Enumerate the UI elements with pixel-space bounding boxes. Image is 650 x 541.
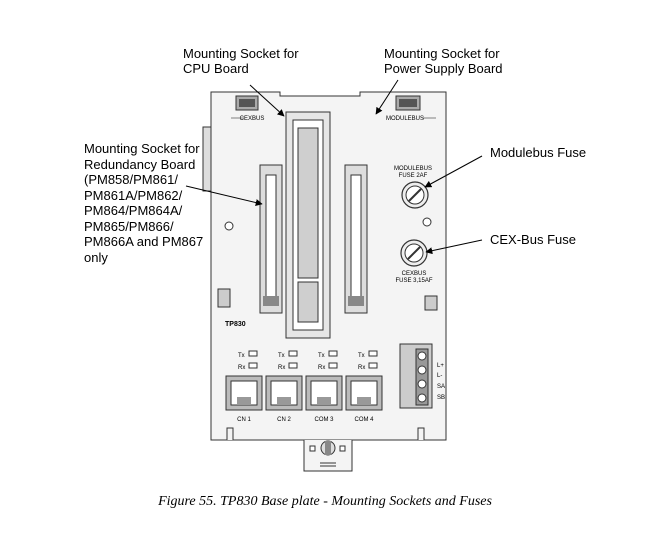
model-label: TP830 bbox=[225, 321, 246, 328]
port-group: Tx Rx CN 1 bbox=[225, 350, 263, 423]
port-rx-label: Rx bbox=[278, 365, 285, 371]
port-rx-led bbox=[248, 362, 258, 369]
modulebus-fuse bbox=[401, 181, 429, 209]
modulebus-fuse-callout: Modulebus Fuse bbox=[490, 145, 587, 160]
port-rx-led bbox=[368, 362, 378, 369]
power-supply-socket bbox=[344, 164, 368, 314]
port-label: COM 3 bbox=[314, 417, 334, 423]
port-tx-label: Tx bbox=[278, 353, 285, 359]
modulebus-fuse-label: MODULEBUS bbox=[394, 166, 432, 172]
cpu-socket-callout: Mounting Socket for CPU Board bbox=[183, 46, 299, 76]
redundancy-socket bbox=[259, 164, 283, 314]
port-label: COM 4 bbox=[354, 417, 374, 423]
mounting-hole-left bbox=[224, 221, 234, 231]
port-tx-led bbox=[288, 350, 298, 357]
port-tx-label: Tx bbox=[318, 353, 325, 359]
cexbus-connector bbox=[235, 95, 259, 111]
terminal-label: SB bbox=[437, 395, 445, 401]
psu-socket-arrow bbox=[375, 79, 399, 115]
cexbus-fuse-rating: FUSE 3,15AF bbox=[395, 278, 432, 284]
port-tx-led bbox=[248, 350, 258, 357]
terminal-label: L- bbox=[437, 373, 442, 379]
rj45-jack bbox=[265, 375, 303, 411]
cexbus-label: CEXBUS bbox=[240, 116, 265, 122]
port-rx-led bbox=[328, 362, 338, 369]
modulebus-fuse-arrow bbox=[424, 155, 483, 188]
right-small-block bbox=[424, 295, 438, 311]
modulebus-label: MODULEBUS bbox=[386, 116, 424, 122]
psu-socket-callout: Mounting Socket for Power Supply Board bbox=[384, 46, 503, 76]
modulebus-fuse-rating: FUSE 2AF bbox=[399, 173, 428, 179]
rj45-jack bbox=[225, 375, 263, 411]
redundancy-socket-arrow bbox=[185, 185, 263, 206]
cexbus-fuse bbox=[400, 239, 428, 267]
port-rx-label: Rx bbox=[318, 365, 325, 371]
port-group: Tx Rx COM 4 bbox=[345, 350, 383, 423]
redundancy-socket-callout: Mounting Socket for Redundancy Board (PM… bbox=[84, 141, 204, 265]
modulebus-connector bbox=[395, 95, 421, 111]
cpu-socket-arrow bbox=[249, 84, 285, 117]
port-rx-label: Rx bbox=[238, 365, 245, 371]
port-group: Tx Rx CN 2 bbox=[265, 350, 303, 423]
port-tx-label: Tx bbox=[358, 353, 365, 359]
rj45-jack bbox=[345, 375, 383, 411]
port-rx-label: Rx bbox=[358, 365, 365, 371]
port-rx-led bbox=[288, 362, 298, 369]
port-tx-led bbox=[328, 350, 338, 357]
bottom-mount-feet bbox=[226, 427, 425, 440]
mounting-hole-right bbox=[422, 217, 432, 227]
port-tx-led bbox=[368, 350, 378, 357]
left-small-block bbox=[217, 288, 231, 308]
left-edge-tab bbox=[202, 126, 212, 192]
terminal-label: L+ bbox=[437, 363, 444, 369]
terminal-label: SA bbox=[437, 384, 445, 390]
cexbus-fuse-callout: CEX-Bus Fuse bbox=[490, 232, 576, 247]
port-label: CN 2 bbox=[277, 417, 291, 423]
cpu-socket bbox=[285, 111, 331, 339]
cexbus-fuse-label: CEXBUS bbox=[402, 271, 427, 277]
port-tx-label: Tx bbox=[238, 353, 245, 359]
power-terminal-block bbox=[399, 343, 433, 409]
rj45-jack bbox=[305, 375, 343, 411]
port-label: CN 1 bbox=[237, 417, 251, 423]
cexbus-fuse-arrow bbox=[425, 239, 483, 255]
bottom-latch bbox=[303, 440, 353, 472]
figure-caption: Figure 55. TP830 Base plate - Mounting S… bbox=[158, 494, 492, 509]
port-group: Tx Rx COM 3 bbox=[305, 350, 343, 423]
